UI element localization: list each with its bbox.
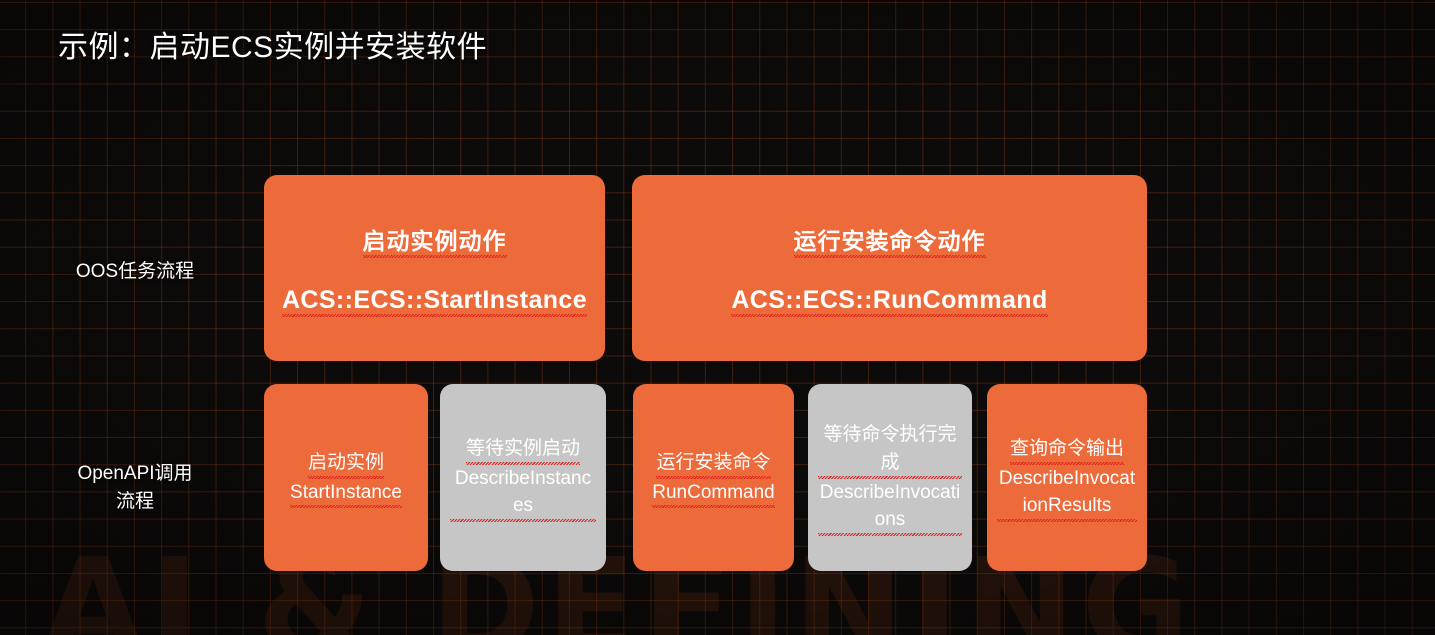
openapi-card-api-name: StartInstance	[290, 479, 402, 509]
oos-action-api-name: ACS::ECS::RunCommand	[731, 285, 1048, 317]
oos-action-title-cn-text: 启动实例动作	[362, 222, 507, 258]
openapi-card-api-name: DescribeInvocationResults	[997, 465, 1137, 523]
oos-action-card-run-command[interactable]: 运行安装命令动作 ACS::ECS::RunCommand	[632, 175, 1147, 361]
slide-title: 示例：启动ECS实例并安装软件	[58, 31, 488, 64]
oos-action-api-name-text: ACS::ECS::StartInstance	[281, 285, 588, 317]
openapi-card-title-cn: 启动实例	[307, 449, 385, 479]
oos-action-api-name: ACS::ECS::StartInstance	[281, 285, 588, 317]
row-label-oos-text: OOS任务流程	[75, 261, 195, 282]
oos-action-api-name-text: ACS::ECS::RunCommand	[731, 285, 1048, 317]
openapi-card-title-cn-text: 等待实例启动	[465, 435, 581, 465]
openapi-card-title-cn-text: 查询命令输出	[1009, 435, 1125, 465]
openapi-card-api-name-text: DescribeInvocationResults	[997, 465, 1137, 523]
oos-action-title-cn: 运行安装命令动作	[793, 222, 986, 258]
oos-action-card-start-instance[interactable]: 启动实例动作 ACS::ECS::StartInstance	[264, 175, 605, 361]
openapi-card-title-cn-text: 运行安装命令	[656, 449, 771, 479]
openapi-card-api-name-text: DescribeInstances	[450, 465, 596, 523]
openapi-card-title-cn: 等待命令执行完成	[818, 421, 962, 479]
row-label-openapi-line1: OpenAPI调用	[77, 463, 193, 484]
openapi-card-api-name-text: StartInstance	[290, 479, 402, 509]
row-label-openapi-line2: 流程	[115, 490, 154, 512]
openapi-card-describe-invocation-results[interactable]: 查询命令输出 DescribeInvocationResults	[987, 384, 1147, 571]
openapi-card-title-cn: 运行安装命令	[656, 449, 771, 479]
openapi-card-title-cn: 等待实例启动	[465, 435, 581, 465]
openapi-card-describe-instances[interactable]: 等待实例启动 DescribeInstances	[440, 384, 606, 571]
oos-action-title-cn-text: 运行安装命令动作	[793, 222, 986, 258]
openapi-card-api-name: DescribeInstances	[450, 465, 596, 523]
openapi-card-api-name-text: DescribeInvocations	[818, 479, 962, 537]
openapi-card-api-name: DescribeInvocations	[818, 479, 962, 537]
openapi-card-start-instance[interactable]: 启动实例 StartInstance	[264, 384, 428, 571]
openapi-card-title-cn-text: 等待命令执行完成	[818, 421, 962, 479]
row-label-openapi-workflow: OpenAPI调用 流程	[22, 460, 248, 515]
openapi-card-title-cn-text: 启动实例	[307, 449, 385, 479]
openapi-card-describe-invocations[interactable]: 等待命令执行完成 DescribeInvocations	[808, 384, 972, 571]
openapi-card-title-cn: 查询命令输出	[1009, 435, 1125, 465]
openapi-card-api-name: RunCommand	[652, 479, 775, 509]
row-label-oos-workflow: OOS任务流程	[22, 258, 248, 286]
openapi-card-api-name-text: RunCommand	[652, 479, 775, 509]
oos-action-title-cn: 启动实例动作	[362, 222, 507, 258]
openapi-card-run-command[interactable]: 运行安装命令 RunCommand	[633, 384, 794, 571]
